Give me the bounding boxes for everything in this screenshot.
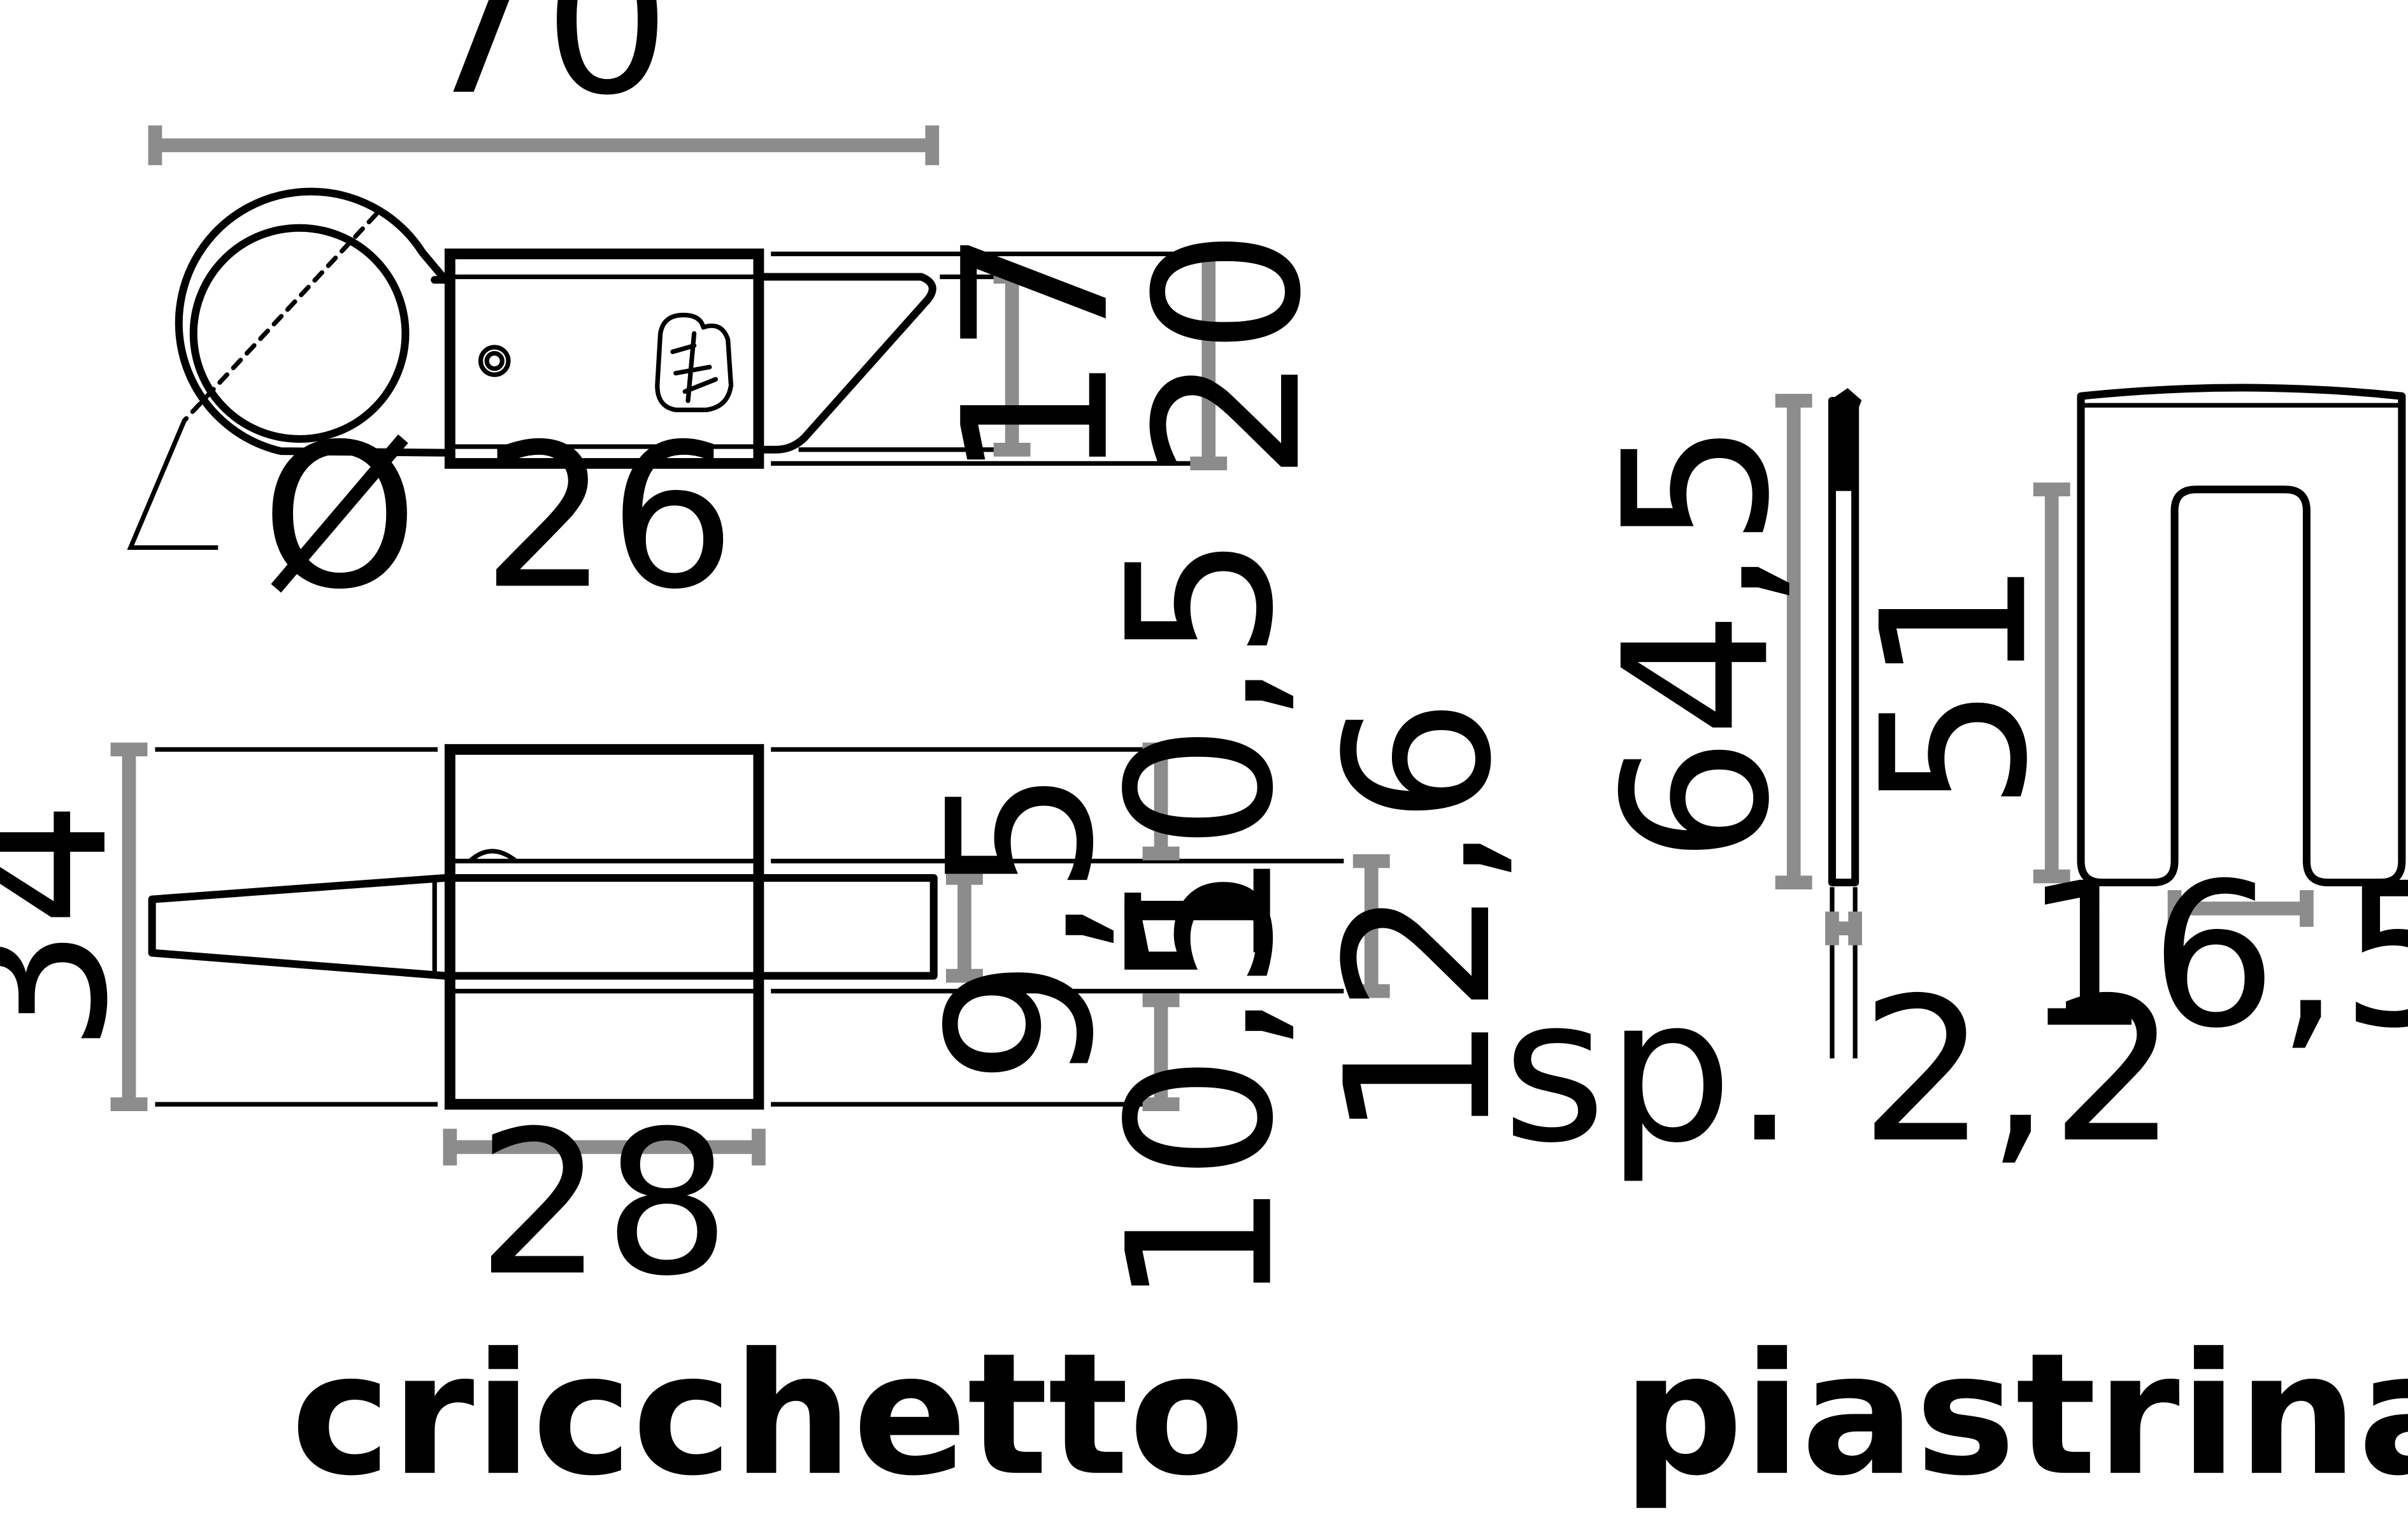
sleeve-side-view [444, 744, 764, 1110]
rivet [478, 345, 511, 377]
caption-piastrina: piastrina [1623, 1317, 2408, 1513]
label-diameter-26: Ø 26 [261, 401, 736, 633]
ring-outline [175, 187, 450, 457]
dim-64-5 [1775, 394, 1812, 889]
plate-edge-bevel [1830, 388, 1862, 491]
cricchetto-top-view: 70 Ø 26 17 20 [127, 0, 1345, 633]
label-9-5: 9,5 [905, 769, 1138, 1085]
piastrina-side-view: 64,5 sp. 2,2 [1502, 388, 2177, 1186]
rivet-head-side [468, 849, 519, 864]
rivet-inner [484, 350, 505, 371]
dim-70 [148, 125, 940, 166]
tongue-point [754, 273, 936, 454]
dim-thickness [1825, 911, 1862, 945]
label-thickness: sp. 2,2 [1502, 955, 2177, 1186]
label-51: 51 [1839, 559, 2072, 812]
dim-10-5-upper [1142, 742, 1180, 861]
label-64-5: 64,5 [1581, 421, 1814, 864]
label-16-5: 16,5 [2023, 840, 2408, 1072]
piastrina-front-view: 51 16,5 [1839, 384, 2408, 1072]
dim-17 [993, 270, 1031, 457]
dim-9-5 [946, 871, 983, 983]
dim-10-5-lower [1142, 993, 1180, 1112]
dim-34 [110, 742, 148, 1112]
dim-28 [443, 1128, 766, 1166]
caption-cricchetto: cricchetto [291, 1317, 1245, 1513]
label-34: 34 [0, 800, 152, 1053]
cricchetto-side-view: 34 28 10,5 9,5 12,6 10,5 [0, 534, 1535, 1319]
label-10-5-lower: 10,5 [1085, 865, 1317, 1307]
ring-hole [189, 224, 410, 443]
tongue-wedge [148, 873, 450, 980]
label-70: 70 [417, 0, 671, 139]
label-17: 17 [921, 228, 1153, 481]
dim-16-5 [2167, 890, 2314, 927]
label-20: 20 [1112, 228, 1345, 481]
tongue-bar [441, 873, 938, 980]
dim-20 [1190, 247, 1228, 471]
diameter-leader [127, 419, 219, 550]
label-12-6: 12,6 [1303, 698, 1535, 1140]
plate-outline [2077, 384, 2406, 887]
dim-51 [2033, 482, 2070, 884]
label-28: 28 [477, 1088, 731, 1319]
diameter-dashed-line [182, 212, 379, 423]
brand-logo [655, 312, 734, 412]
dim-12-6 [1352, 854, 1390, 998]
label-10-5-upper: 10,5 [1085, 534, 1317, 977]
sleeve-top-view [444, 248, 764, 469]
